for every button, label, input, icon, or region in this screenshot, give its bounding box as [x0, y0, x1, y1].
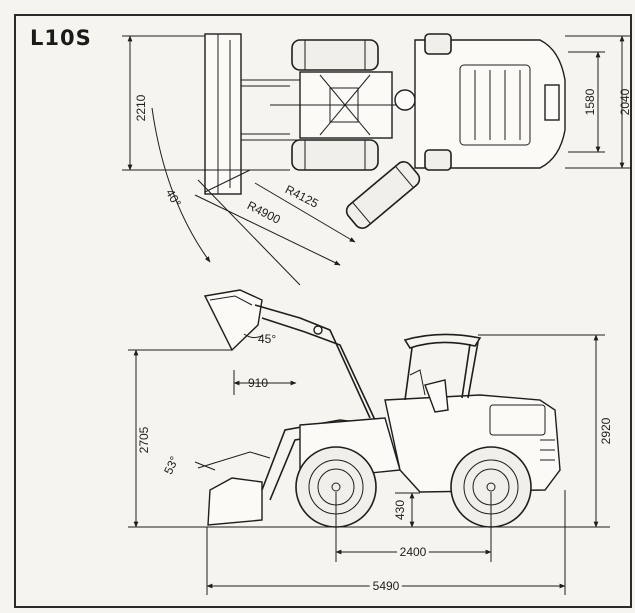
dim-430: 430 [393, 500, 407, 520]
dim-5490: 5490 [373, 579, 400, 593]
dim-r4900: R4900 [245, 198, 283, 227]
top-view: 2210 1580 2040 40° R4125 R4900 [122, 33, 632, 286]
front-left-tyre [291, 39, 379, 71]
dim-2040: 2040 [618, 88, 632, 115]
drawing-frame [14, 14, 632, 608]
dim-angle-53: 53° [161, 454, 181, 477]
dim-1580: 1580 [583, 88, 597, 115]
rear-grille [544, 84, 560, 121]
dim-2210: 2210 [134, 94, 148, 121]
dim-2920: 2920 [599, 417, 613, 444]
operator-seat [424, 379, 449, 413]
dim-angle-40: 40° [163, 187, 184, 210]
raised-bucket [203, 289, 263, 352]
articulation-joint [394, 89, 416, 111]
dim-angle-45: 45° [258, 332, 276, 346]
lowered-bucket [207, 477, 263, 526]
turned-tyre [345, 161, 421, 229]
rear-wheel [450, 446, 532, 528]
dim-2705: 2705 [137, 426, 151, 453]
dim-2400: 2400 [400, 545, 427, 559]
top-blade [204, 33, 242, 195]
model-title: L10S [30, 26, 92, 50]
dim-r4125: R4125 [283, 182, 321, 211]
side-view: 45° 910 2705 53° [128, 289, 613, 596]
dim-910: 910 [248, 376, 268, 390]
front-right-tyre [291, 139, 379, 171]
